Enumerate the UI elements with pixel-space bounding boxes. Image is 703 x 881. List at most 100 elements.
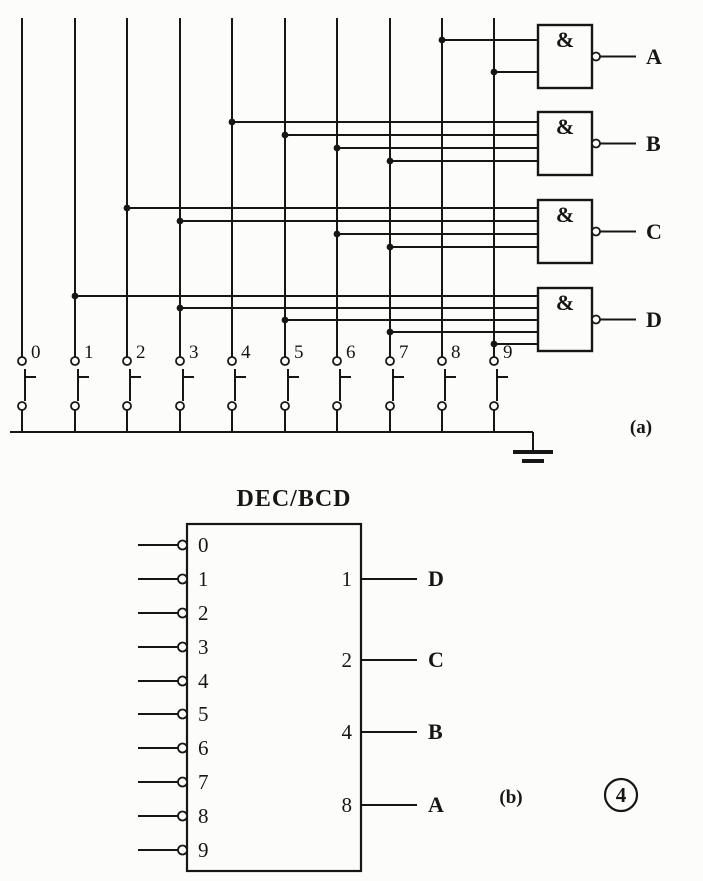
switch-3: 3 [175,342,199,432]
switch-terminal [70,401,80,411]
switch-label: 5 [294,342,304,363]
output-pin-letter: D [428,566,444,591]
junction-dot [333,230,341,238]
switch-4: 4 [227,342,251,432]
gate-c-symbol: & [556,202,574,227]
switch-6: 6 [332,342,356,432]
figure-number-badge: 4 [603,777,639,813]
ground-icon [513,450,553,463]
junction-dot [123,204,131,212]
output-pin-number: 8 [342,793,353,817]
switch-label: 2 [136,342,146,363]
junction-dot [490,340,498,348]
gate-c-box [536,198,594,265]
gate-d-symbol: & [556,290,574,315]
block-input-1: 1 [138,567,209,591]
input-pin-label: 4 [198,669,209,693]
figure-number-text: 4 [616,783,627,807]
input-pin-label: 8 [198,804,209,828]
output-pin-number: 4 [342,720,353,744]
gate-d-inverter-bubble [591,314,601,325]
input-pin-label: 1 [198,567,209,591]
output-a-label: A [646,44,662,69]
switch-label: 9 [503,342,513,363]
output-pin-letter: B [428,719,443,744]
gate-b-symbol: & [556,114,574,139]
output-pin-number: 2 [342,648,353,672]
junction-dot [490,68,498,76]
block-input-3: 3 [138,635,209,659]
switch-terminal [489,356,499,366]
block-input-2: 2 [138,601,209,625]
junction-dot [71,292,79,300]
input-bubble [177,742,188,754]
gate-c-inverter-bubble [591,226,601,237]
figure-caption-b: (b) [499,787,522,808]
input-pin-label: 0 [198,533,209,557]
switch-2: 2 [122,342,146,432]
block-output-1-d: 1 D [342,566,444,591]
switch-terminal [17,356,27,366]
block-output-4-b: 4 B [342,719,444,744]
input-bubble [177,607,188,619]
gate-a-box [536,23,594,90]
switch-terminal [332,356,342,366]
switch-9: 9 [489,342,513,432]
nand-gate-b: & B [228,110,661,177]
junction-dot [438,36,446,44]
switch-terminal [227,356,237,366]
switch-terminal [122,356,132,366]
switch-terminal [17,401,27,411]
gate-b-inverter-bubble [591,138,601,149]
input-bubble [177,641,188,653]
switch-label: 8 [451,342,461,363]
block-title: DEC/BCD [236,486,351,512]
block-input-4: 4 [138,669,209,693]
switch-terminal [437,356,447,366]
switch-5: 5 [280,342,304,432]
switch-terminal [175,356,185,366]
input-pin-label: 7 [198,770,209,794]
ground-bus [10,431,553,463]
block-output-8-a: 8 A [342,792,445,817]
switch-label: 3 [189,342,199,363]
switch-terminal [385,356,395,366]
input-bubble [177,708,188,720]
switch-1: 1 [70,342,94,432]
switch-terminal [437,401,447,411]
input-pin-label: 2 [198,601,209,625]
junction-dot [386,328,394,336]
block-input-5: 5 [138,702,209,726]
gate-a-symbol: & [556,27,574,52]
input-bubble [177,675,188,687]
figure-number-circle [603,777,639,813]
input-column-wires [21,18,495,357]
block-input-6: 6 [138,736,209,760]
input-bubble [177,539,188,551]
output-d-label: D [646,307,662,332]
junction-dot [176,304,184,312]
output-pin-letter: C [428,647,444,672]
switch-0: 0 [17,342,41,432]
figure-b: DEC/BCD 0 1 2 3 [138,486,639,873]
output-pin-letter: A [428,792,444,817]
output-b-label: B [646,131,661,156]
output-pin-number: 1 [342,567,353,591]
gate-a-inverter-bubble [591,51,601,62]
switch-terminal [332,401,342,411]
switch-label: 1 [84,342,94,363]
output-c-label: C [646,219,662,244]
switch-label: 7 [399,342,409,363]
block-output-2-c: 2 C [342,647,444,672]
pushbutton-switches: 0 1 2 [17,342,513,432]
switch-7: 7 [385,342,409,432]
junction-dot [386,157,394,165]
block-input-7: 7 [138,770,209,794]
junction-dot [386,243,394,251]
input-pin-label: 5 [198,702,209,726]
block-outputs: 1 D 2 C 4 B 8 A [342,566,445,817]
junction-dot [333,144,341,152]
switch-terminal [70,356,80,366]
